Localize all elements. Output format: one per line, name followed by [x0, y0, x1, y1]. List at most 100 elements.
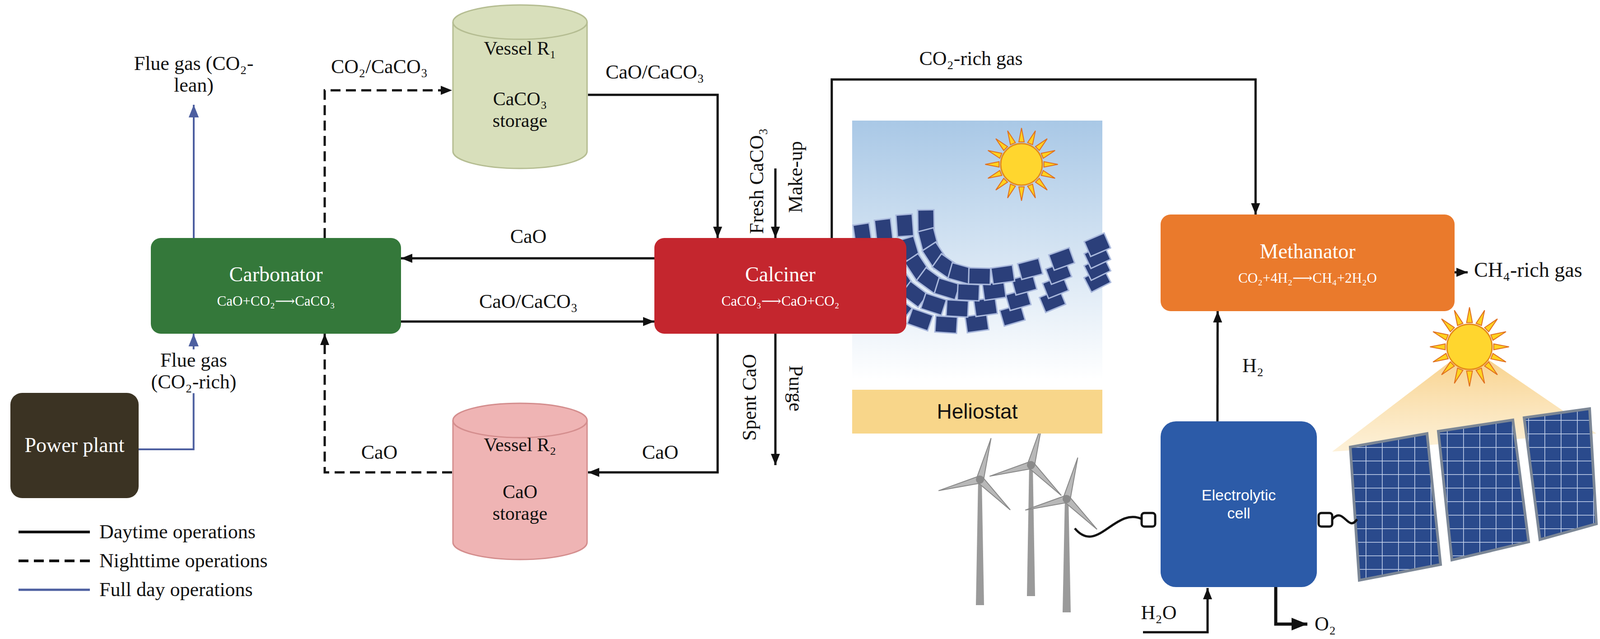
legend-line-dashed — [18, 559, 90, 563]
turbine-blade — [989, 461, 1032, 476]
mirror-panel — [1084, 233, 1111, 257]
node-title: Vessel R₂ — [483, 433, 556, 456]
dashed-connector — [324, 90, 453, 238]
plug-symbol — [1318, 513, 1333, 527]
edge-label: CaO/CaCO₃ — [602, 61, 707, 84]
pv-panel — [1524, 408, 1597, 540]
node-title: Heliostat — [937, 399, 1018, 424]
sun-ray — [1018, 128, 1025, 143]
edge-label: CaO — [507, 225, 550, 248]
node-title: Methanator — [1259, 239, 1356, 264]
power-cable — [1074, 517, 1143, 537]
mirror-panel — [957, 283, 980, 301]
text-label: Flue gas (CO₂-lean) — [130, 52, 257, 97]
mirror-panel — [934, 315, 958, 334]
node-text: CaCO₃⟶CaO+CO₂ — [721, 293, 840, 310]
edge-label: CaO — [639, 441, 682, 464]
turbine-tower — [1026, 465, 1036, 597]
node-title: Carbonator — [229, 262, 323, 287]
turbine-tower — [1062, 499, 1071, 613]
sun-ray — [1007, 184, 1016, 199]
flow-arrow — [587, 94, 718, 238]
turbine-blade — [976, 438, 991, 481]
plant-box: Power plant — [10, 392, 139, 499]
turbine-blade — [1063, 457, 1078, 500]
turbine-hub — [1062, 494, 1071, 504]
sun-ray — [1041, 170, 1056, 178]
text-label: Make-up — [784, 138, 807, 216]
turbine-tower — [975, 479, 985, 606]
turbine-blade — [938, 475, 981, 491]
sun-disc — [1000, 143, 1043, 186]
sun-ray — [1027, 184, 1036, 199]
sun-ray — [1493, 344, 1510, 350]
oxygen-outlet — [1275, 587, 1308, 625]
sun-ray — [1441, 361, 1455, 375]
plug-symbol — [1141, 513, 1156, 527]
pv-panel — [1350, 433, 1441, 581]
turbine-hub — [975, 475, 985, 484]
power-cable — [1332, 515, 1358, 523]
text-label: O₂ — [1311, 613, 1339, 635]
sun-ray — [1490, 353, 1507, 363]
edge-label: H₂ — [1239, 354, 1267, 377]
flue-gas-out — [192, 104, 195, 238]
mirror-panel — [1048, 247, 1075, 271]
mirror-panel — [990, 265, 1015, 285]
sun-ray — [988, 150, 1003, 159]
sun-ray — [1035, 138, 1048, 151]
sun-ray — [1484, 318, 1498, 332]
node-title: Vessel R₁ — [483, 37, 556, 60]
purge-arrow — [774, 333, 777, 466]
text-label: Fresh CaCO₃ — [746, 125, 768, 237]
process-box: Electrolytic cell — [1160, 421, 1317, 588]
cylinder-rim — [452, 22, 588, 40]
wind-turbines — [938, 423, 1097, 613]
mirror-panel — [968, 267, 991, 285]
edge-label: CO₂-rich gas — [916, 47, 1026, 70]
sun-ray — [1466, 307, 1473, 323]
dashed-connector — [324, 333, 453, 473]
node-title: Power plant — [24, 433, 125, 458]
node-text: CaO storage — [476, 480, 564, 525]
reactor-box: CalcinerCaCO₃⟶CaO+CO₂ — [654, 237, 907, 334]
sun-ray — [1018, 186, 1025, 201]
pv-panel — [1438, 419, 1529, 560]
legend-line-solid — [18, 530, 90, 534]
edge-label: CO₂/CaCO₃ — [328, 55, 431, 78]
sun-ray — [1476, 310, 1485, 326]
sun-symbol — [985, 128, 1059, 201]
edge-label: CaO/CaCO₃ — [476, 290, 581, 313]
legend-text: Daytime operations — [96, 521, 259, 543]
sun-symbol — [1430, 307, 1510, 387]
makeup-arrow — [774, 168, 777, 238]
sun-ray — [1432, 353, 1449, 363]
mirror-panel — [1017, 258, 1043, 280]
sun-disc — [1446, 324, 1493, 370]
sun-ray — [1035, 178, 1048, 191]
sun-ray — [1430, 344, 1446, 350]
sun-ray — [1441, 318, 1455, 332]
text-label: CH₄-rich gas — [1471, 258, 1594, 282]
mirror-panel — [895, 214, 914, 238]
node-title: Electrolytic cell — [1192, 486, 1286, 522]
sun-ray — [1454, 368, 1464, 384]
sun-ray — [1041, 150, 1056, 159]
node-text: CaCO₃ storage — [476, 88, 564, 132]
storage-vessel: Vessel R₁ CaCO₃ storage — [452, 4, 588, 169]
ch4-arrow — [1454, 271, 1468, 274]
text-label: Purge — [784, 362, 807, 415]
sun-ray — [985, 161, 1000, 168]
flow-arrow — [401, 256, 655, 260]
cylinder-body — [452, 403, 588, 560]
turbine-blade — [1025, 495, 1068, 510]
turbine-hub — [1026, 461, 1036, 470]
node-text: CO₂+4H₂⟶CH₄+2H₂O — [1238, 270, 1377, 287]
cylinder-outline — [452, 4, 588, 169]
sun-ray — [1484, 361, 1498, 375]
node-text: CaO+CO₂⟶CaCO₃ — [217, 293, 336, 310]
sun-ray — [1466, 371, 1473, 387]
sun-ray — [995, 178, 1008, 191]
mirror-panel — [946, 299, 969, 318]
sun-ray — [995, 138, 1008, 151]
